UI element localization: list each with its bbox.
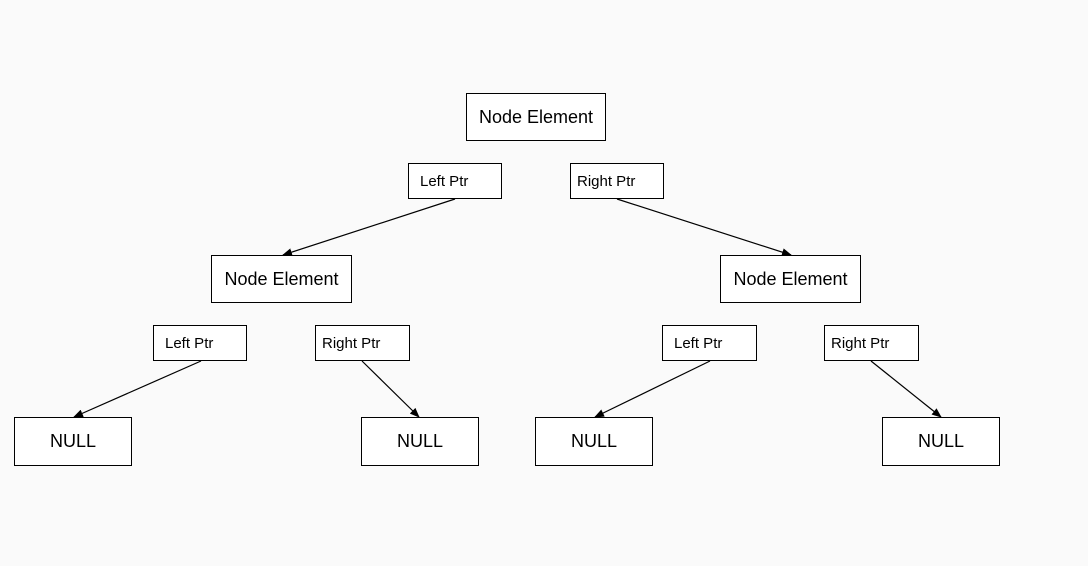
null-leaf-3: NULL (535, 417, 653, 466)
null-leaf-2: NULL (361, 417, 479, 466)
left-child-left-ptr: Left Ptr (153, 325, 247, 361)
right-child-right-ptr: Right Ptr (824, 325, 919, 361)
null-leaf-4: NULL (882, 417, 1000, 466)
right-child-node-element: Node Element (720, 255, 861, 303)
arrow-root-right (616, 198, 792, 257)
root-node-element: Node Element (466, 93, 606, 141)
arrow-left-right (361, 360, 420, 418)
right-child-left-ptr: Left Ptr (662, 325, 757, 361)
arrow-right-right (870, 360, 942, 418)
arrow-root-left (282, 198, 456, 257)
root-right-ptr: Right Ptr (570, 163, 664, 199)
root-left-ptr: Left Ptr (408, 163, 502, 199)
left-child-right-ptr: Right Ptr (315, 325, 410, 361)
arrow-left-left (73, 360, 202, 418)
null-leaf-1: NULL (14, 417, 132, 466)
arrow-right-left (594, 360, 711, 418)
left-child-node-element: Node Element (211, 255, 352, 303)
